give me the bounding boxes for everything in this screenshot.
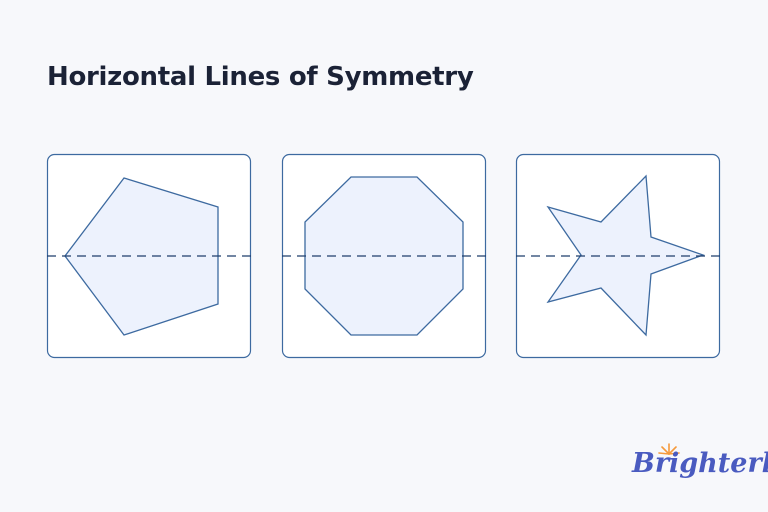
logo-sun-icon — [658, 443, 680, 455]
octagon-shape — [304, 176, 464, 336]
pentagon-panel — [46, 153, 252, 359]
brighterly-logo: Brighterly — [632, 448, 768, 479]
page-title: Horizontal Lines of Symmetry — [47, 62, 474, 92]
star-panel — [515, 153, 721, 359]
octagon-panel — [281, 153, 487, 359]
